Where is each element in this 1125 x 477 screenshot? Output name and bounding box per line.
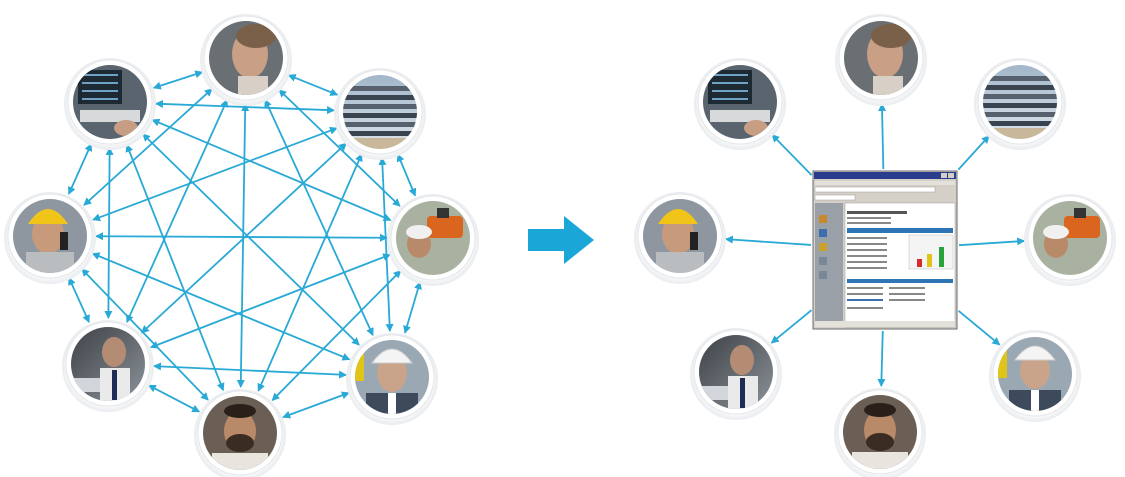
mesh-connection-arrow [152, 70, 204, 90]
mesh-connection-arrow [94, 232, 389, 242]
mesh-connection-arrow [396, 153, 417, 197]
hub-spoke-arrow [771, 134, 813, 176]
mesh-connection-arrow [236, 102, 250, 389]
software-window-icon [812, 170, 958, 330]
hub-spoke-arrow [770, 309, 813, 344]
right-hub-connections [724, 102, 1026, 388]
building-icon [974, 58, 1066, 150]
left-mesh-connections [67, 70, 422, 419]
right-people-nodes [634, 14, 1116, 477]
hub-spoke-arrow [877, 330, 886, 388]
surveyor-equipment-icon [1024, 194, 1116, 286]
mesh-connection-arrow [403, 281, 422, 334]
bearded-man-icon [194, 389, 286, 477]
construction-worker-phone-icon [4, 192, 96, 284]
control-room-icon [64, 58, 156, 150]
businessman-phone-icon [690, 328, 782, 420]
mesh-connection-arrow [147, 384, 201, 413]
left-people-nodes [4, 14, 479, 477]
right-arrow-icon [528, 216, 594, 264]
person-on-phone-icon [835, 14, 927, 106]
mesh-connection-arrow [67, 143, 93, 195]
mesh-connection-arrow [149, 253, 392, 349]
mesh-connection-arrow [142, 133, 360, 346]
control-room-icon [694, 58, 786, 150]
engineer-hardhat-icon [346, 333, 438, 425]
building-icon [334, 68, 426, 160]
hub-spoke-arrow [958, 237, 1026, 247]
hub-spoke-arrow [878, 102, 887, 170]
mesh-connection-arrow [125, 143, 225, 392]
engineer-hardhat-icon [989, 330, 1081, 422]
hub-spoke-arrow [957, 135, 990, 171]
mesh-connection-arrow [282, 391, 350, 419]
mesh-connection-arrow [287, 74, 339, 96]
hub-spoke-arrow [957, 310, 1001, 346]
person-on-phone-icon [200, 14, 292, 106]
construction-worker-phone-icon [634, 192, 726, 284]
bearded-man-icon [834, 388, 926, 477]
surveyor-equipment-icon [387, 194, 479, 286]
mesh-connection-arrow [104, 146, 114, 320]
hub-spoke-arrow [724, 235, 812, 246]
businessman-phone-icon [62, 320, 154, 412]
mesh-connection-arrow [154, 99, 336, 115]
mesh-connection-arrow [68, 276, 90, 324]
